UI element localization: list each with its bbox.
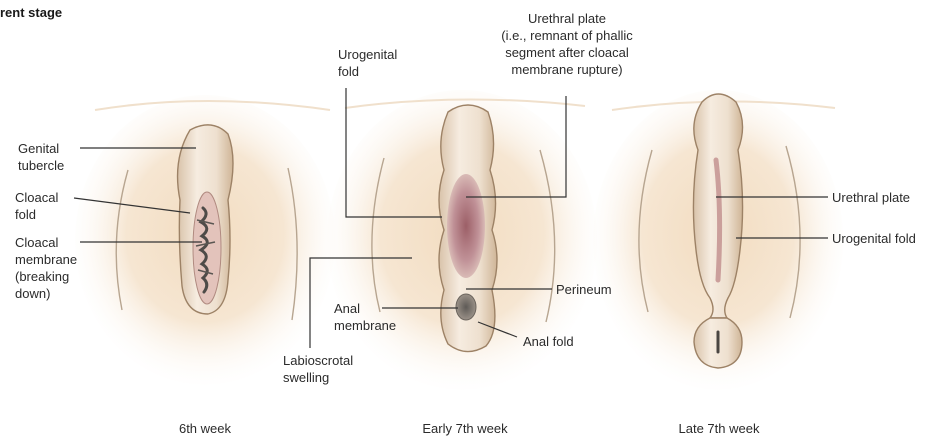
label-urethral-plate-p2: Urethral plate (i.e., remnant of phallic… [468, 10, 666, 78]
label-line: down) [15, 285, 77, 302]
panel3-phallus [693, 94, 742, 368]
label-line: Urethral plate [468, 10, 666, 27]
label-cloacal-fold: Cloacal fold [15, 189, 58, 223]
caption-late-7th-week: Late 7th week [634, 421, 804, 437]
caption-6th-week: 6th week [120, 421, 290, 437]
label-urogenital-fold-p2: Urogenital fold [338, 46, 397, 80]
label-line: Cloacal [15, 189, 58, 206]
label-cloacal-membrane: Cloacal membrane (breaking down) [15, 234, 77, 302]
label-line: Labioscrotal [283, 352, 353, 369]
label-urogenital-fold-p3: Urogenital fold [832, 230, 916, 247]
label-line: Cloacal [15, 234, 77, 251]
label-urethral-plate-p3: Urethral plate [832, 189, 910, 206]
label-anal-membrane: Anal membrane [334, 300, 396, 334]
label-line: membrane [334, 317, 396, 334]
panel2-phallus [439, 105, 497, 352]
label-line: Anal [334, 300, 396, 317]
label-anal-fold: Anal fold [523, 333, 574, 350]
label-labioscrotal-swelling: Labioscrotal swelling [283, 352, 353, 386]
label-line: tubercle [18, 157, 64, 174]
label-line: Urogenital [338, 46, 397, 63]
label-line: (breaking [15, 268, 77, 285]
label-line: swelling [283, 369, 353, 386]
label-line: fold [15, 206, 58, 223]
panel2-urethral-plate [447, 174, 485, 278]
caption-early-7th-week: Early 7th week [380, 421, 550, 437]
label-line: membrane rupture) [468, 61, 666, 78]
label-line: segment after cloacal [468, 44, 666, 61]
panel1-tubercle [178, 125, 233, 314]
label-line: fold [338, 63, 397, 80]
label-line: Genital [18, 140, 64, 157]
panel2-anal-membrane [456, 294, 476, 320]
label-line: (i.e., remnant of phallic [468, 27, 666, 44]
label-line: membrane [15, 251, 77, 268]
label-genital-tubercle: Genital tubercle [18, 140, 64, 174]
label-perineum: Perineum [556, 281, 612, 298]
